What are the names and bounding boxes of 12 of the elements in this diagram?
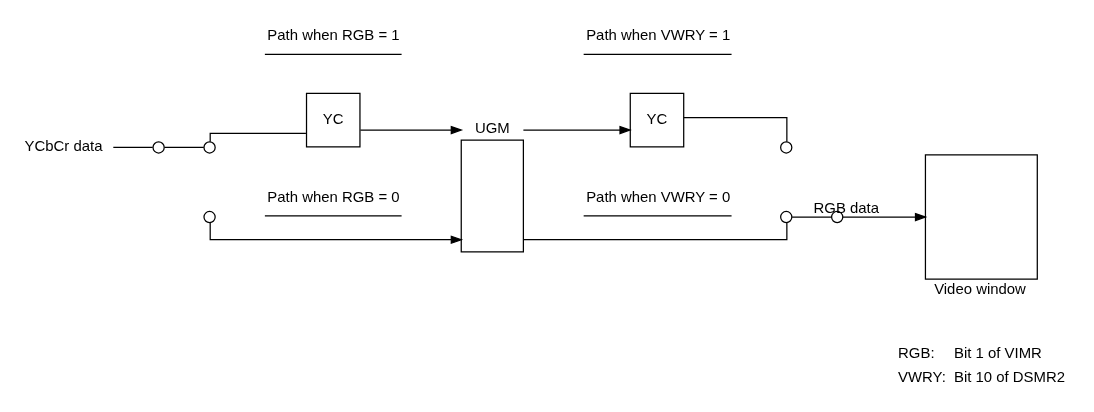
label: Path when VWRY = 0 [586, 188, 731, 205]
label: Path when RGB = 0 [267, 188, 400, 205]
label: Path when RGB = 1 [267, 26, 400, 43]
node-label: Video window [934, 280, 1026, 297]
label: VWRY: [898, 368, 946, 385]
edge-label: RGB data [813, 199, 880, 216]
node-label: UGM [474, 119, 510, 136]
label: Bit 1 of VIMR [954, 344, 1042, 361]
node-text: YCbCr data [24, 137, 103, 154]
label: Bit 10 of DSMR2 [954, 368, 1066, 385]
label: RGB: [898, 344, 935, 361]
label: Path when VWRY = 1 [586, 26, 731, 43]
